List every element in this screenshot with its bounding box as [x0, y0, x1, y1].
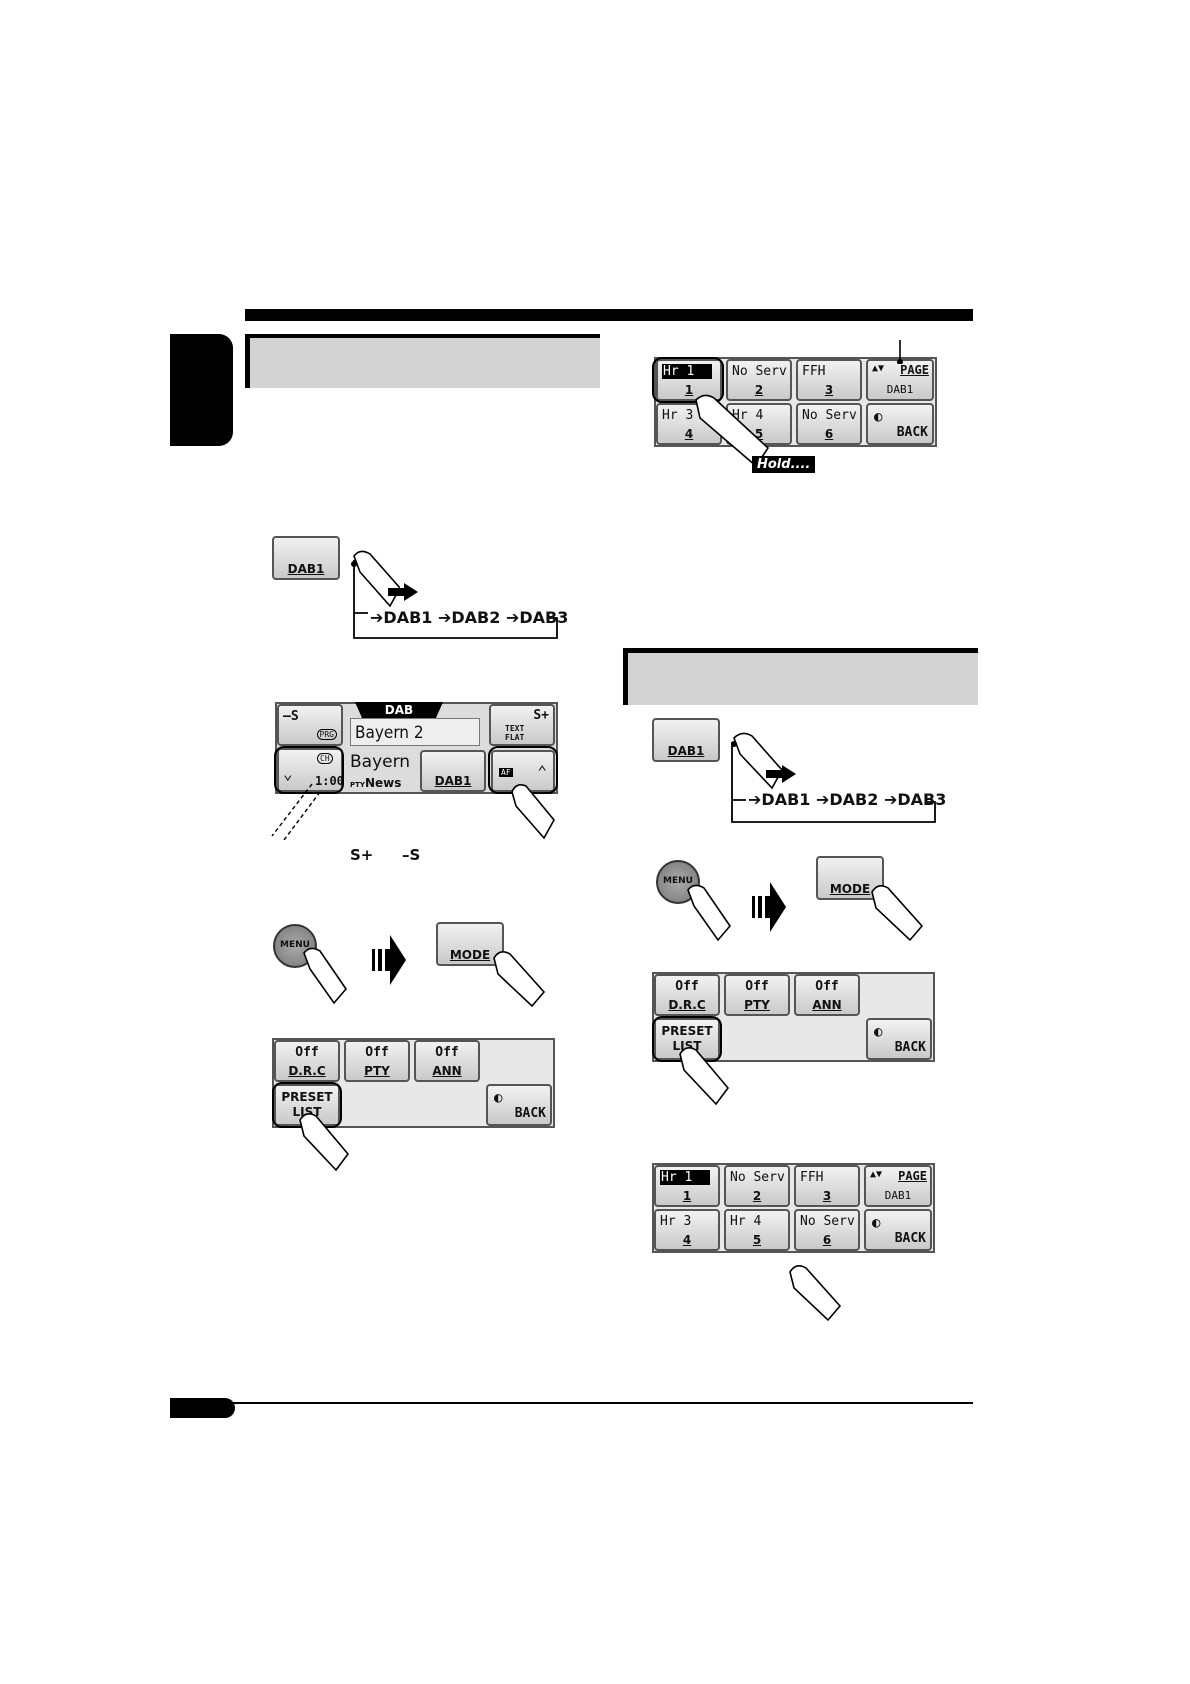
preset-6-button[interactable]: No Serv 6	[794, 1209, 860, 1251]
highlight-ring	[652, 357, 724, 403]
arrow-right-icon: ➔	[505, 608, 520, 627]
finger-icon	[871, 884, 924, 942]
hold-label: Hold....	[752, 456, 816, 473]
preset-1-button[interactable]: Hr 1 1	[656, 359, 722, 401]
pty-button[interactable]: Off PTY	[344, 1040, 410, 1082]
chevron-down-icon: ⌄	[283, 764, 293, 783]
knob-icon: ◐	[872, 1215, 881, 1231]
arrow-right-icon	[752, 882, 786, 932]
back-button[interactable]: ◐ BACK	[486, 1084, 552, 1126]
band-cycle-chain: ➔DAB1 ➔DAB2 ➔DAB3	[748, 790, 947, 809]
arrow-right-icon: ➔	[370, 608, 384, 627]
pty-readout: PTYNews	[350, 776, 402, 790]
ann-button[interactable]: Off ANN	[794, 974, 860, 1016]
chevron-up-icon: ⌃	[537, 762, 547, 781]
finger-icon	[687, 884, 732, 942]
finger-icon	[299, 1112, 350, 1172]
knob-icon: ◐	[494, 1090, 503, 1106]
back-button[interactable]: ◐ BACK	[864, 1209, 932, 1251]
preset-5-button[interactable]: Hr 4 5	[724, 1209, 790, 1251]
finger-icon	[303, 947, 348, 1005]
up-down-triangle-icon: ▲▼	[872, 363, 885, 374]
back-button[interactable]: ◐ BACK	[866, 403, 934, 445]
back-button[interactable]: ◐ BACK	[866, 1018, 932, 1060]
arrow-right-icon	[388, 583, 418, 601]
arrow-right-icon: ➔	[437, 608, 452, 627]
language-tab	[170, 334, 233, 446]
preset-3-button[interactable]: FFH 3	[796, 359, 862, 401]
finger-icon	[789, 1264, 842, 1322]
preset-3-button[interactable]: FFH 3	[794, 1165, 860, 1207]
dab1-button[interactable]: DAB1	[272, 536, 340, 580]
preset-2-button[interactable]: No Serv 2	[724, 1165, 790, 1207]
s-plus-icon: S+	[350, 846, 374, 864]
seek-plus-button[interactable]: S+ TEXT FLAT	[489, 704, 555, 746]
page-button[interactable]: ▲▼ PAGE DAB1	[866, 359, 934, 401]
arrow-right-icon: ➔	[815, 790, 830, 809]
drc-button[interactable]: Off D.R.C	[274, 1040, 340, 1082]
up-down-triangle-icon: ▲▼	[870, 1169, 883, 1180]
page-button[interactable]: ▲▼ PAGE DAB1	[864, 1165, 932, 1207]
seek-minus-button[interactable]: –S PRG	[277, 704, 343, 746]
section-heading-right	[623, 648, 978, 705]
finger-dashed-icon	[271, 783, 321, 840]
arrow-right-icon	[766, 765, 796, 783]
preset-2-button[interactable]: No Serv 2	[726, 359, 792, 401]
station-name-top: Bayern 2	[350, 718, 480, 746]
callout-pointer	[897, 340, 903, 364]
finger-icon	[679, 1046, 730, 1106]
header-rule	[245, 309, 973, 321]
arrow-right-icon	[372, 935, 406, 985]
preset-6-button[interactable]: No Serv 6	[796, 403, 862, 445]
minus-s-icon: –S	[402, 846, 421, 864]
dab1-button[interactable]: DAB1	[652, 718, 720, 762]
knob-icon: ◐	[874, 1024, 883, 1040]
finger-icon	[511, 784, 555, 840]
page-number-tab	[170, 1398, 235, 1418]
station-name-bottom: Bayern	[350, 752, 411, 772]
arrow-right-icon: ➔	[748, 790, 762, 809]
cycle-bracket	[731, 742, 936, 823]
footer-rule	[170, 1402, 973, 1404]
cycle-bracket	[353, 560, 558, 639]
band-button[interactable]: DAB1	[420, 750, 486, 792]
highlight-ring	[274, 746, 344, 794]
knob-icon: ◐	[874, 409, 883, 425]
preset-1-button[interactable]: Hr 1 1	[654, 1165, 720, 1207]
menu-button[interactable]: MENU	[273, 924, 317, 968]
drc-button[interactable]: Off D.R.C	[654, 974, 720, 1016]
ann-button[interactable]: Off ANN	[414, 1040, 480, 1082]
band-cycle-chain: ➔DAB1 ➔DAB2 ➔DAB3	[370, 608, 569, 627]
finger-icon	[493, 950, 546, 1008]
pty-button[interactable]: Off PTY	[724, 974, 790, 1016]
arrow-right-icon: ➔	[883, 790, 898, 809]
section-heading-left	[245, 334, 600, 388]
mode-button[interactable]: MODE	[436, 922, 504, 966]
display-header: DAB	[355, 702, 443, 718]
preset-4-button[interactable]: Hr 3 4	[654, 1209, 720, 1251]
